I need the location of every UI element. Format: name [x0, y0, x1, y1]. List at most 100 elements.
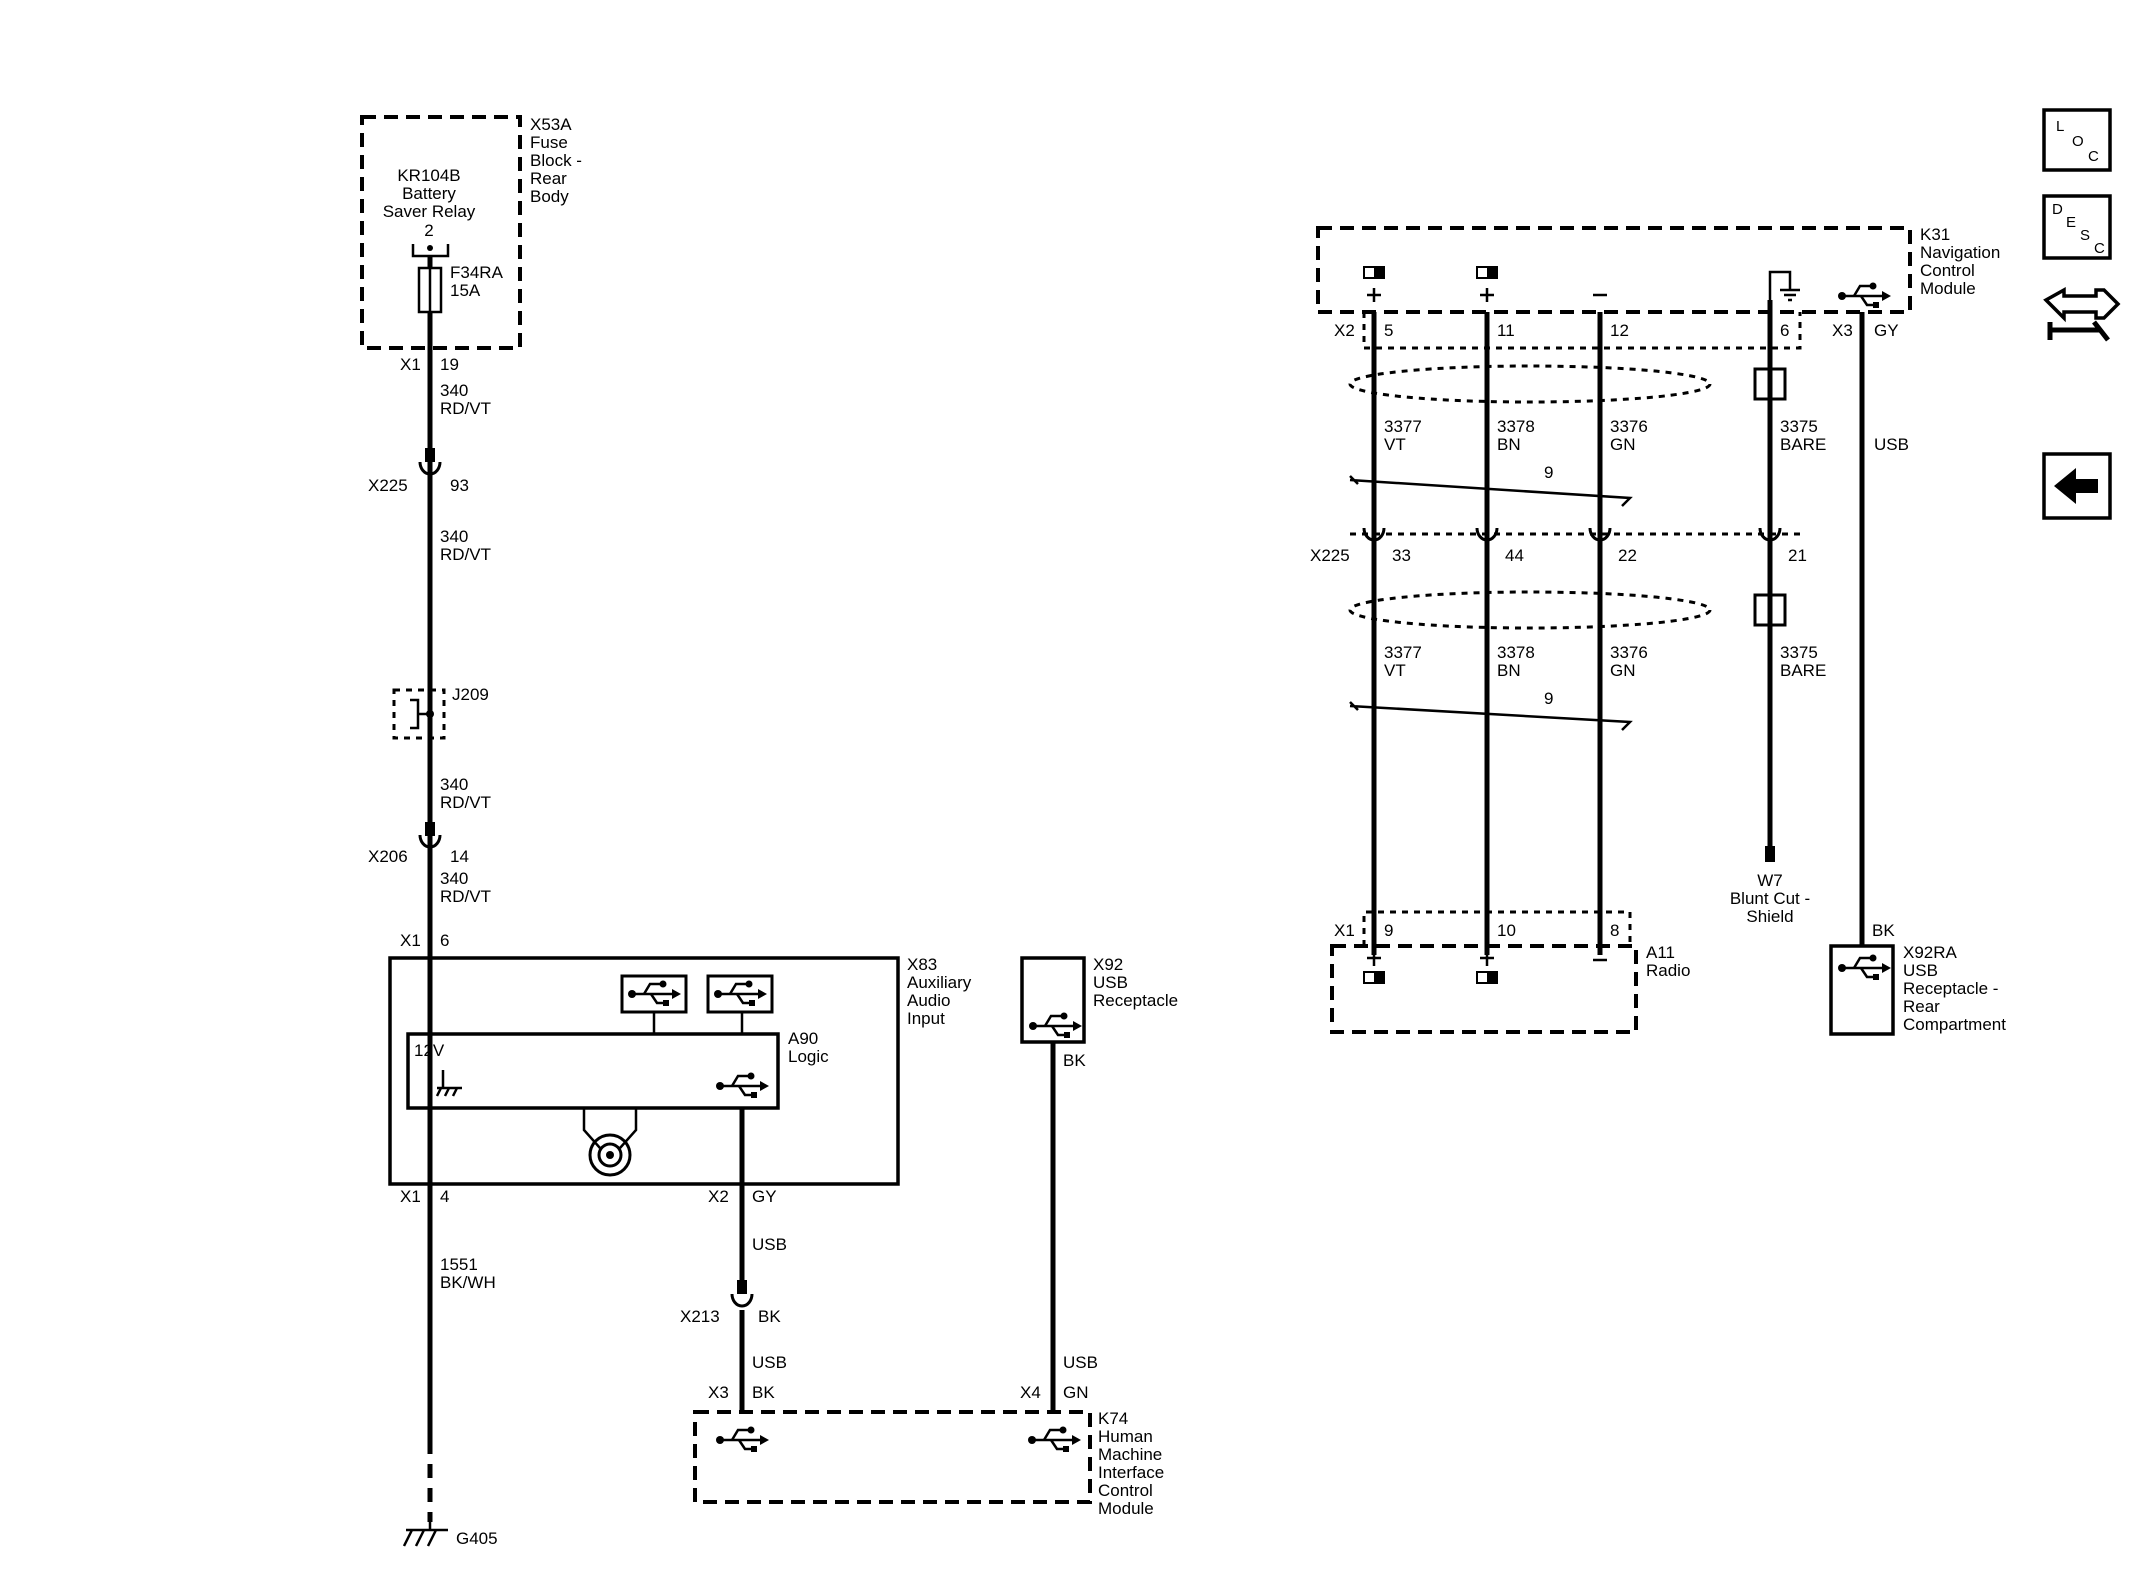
x92ra-label-1: X92RA	[1903, 943, 1958, 962]
x92-label-1: X92	[1093, 955, 1123, 974]
cable-shield-ellipse	[1348, 590, 1712, 630]
back-arrow-icon	[2054, 468, 2098, 504]
pin-93-label: 93	[450, 476, 469, 495]
wire4-label-1: 340	[440, 869, 468, 888]
bk1-label: BK	[758, 1307, 781, 1326]
usb3-label: USB	[1063, 1353, 1098, 1372]
radio-module-a11	[1330, 944, 1638, 1034]
bare2-label-1: 3375	[1780, 643, 1818, 662]
k31-label-3: Control	[1920, 261, 1975, 280]
x1-label: X1	[1334, 921, 1355, 940]
w7-label-3: Shield	[1746, 907, 1793, 926]
usb-icon	[1026, 1425, 1083, 1454]
bk3-label: BK	[1063, 1051, 1086, 1070]
gn-label-1: 3376	[1610, 417, 1648, 436]
loc-letter-o: O	[2072, 133, 2084, 150]
k31-connector-x2	[1362, 312, 1802, 350]
bn-label-2: BN	[1497, 435, 1521, 454]
desc-letter-c: C	[2094, 240, 2105, 257]
shield-ground-icon	[1768, 270, 1800, 302]
x92ra-label-4: Rear	[1903, 997, 1940, 1016]
logic-block-a90	[406, 1032, 780, 1110]
fuse-label-1: F34RA	[450, 263, 504, 282]
fuse-block-x53a: X53A Fuse Block - Rear Body KR104B Batte…	[360, 115, 582, 350]
v12-label: 12V	[414, 1041, 445, 1060]
x92ra-label-5: Compartment	[1903, 1015, 2006, 1034]
bn2-label-1: 3378	[1497, 643, 1535, 662]
x83-label-2: Auxiliary	[907, 973, 972, 992]
x4-label: X4	[1020, 1383, 1041, 1402]
gn2-label-2: GN	[1610, 661, 1636, 680]
loc-letter-l: L	[2056, 118, 2064, 135]
x225-label: X225	[368, 476, 408, 495]
bk-label: BK	[1872, 921, 1895, 940]
pin-22-label: 22	[1618, 546, 1637, 565]
usb2-label: USB	[752, 1353, 787, 1372]
connector-x213-icon	[730, 1292, 754, 1308]
k74-label-6: Module	[1098, 1499, 1154, 1518]
usb-icon	[1027, 1011, 1084, 1040]
loc-letter-c: C	[2088, 148, 2099, 165]
gn2-label-1: 3376	[1610, 643, 1648, 662]
aux-audio-module-x83: X83 Auxiliary Audio Input A90 Logic 12V	[388, 955, 972, 1186]
x1-bot-label: X1	[400, 1187, 421, 1206]
twist-label: 9	[1544, 463, 1553, 482]
pin-11-label: 11	[1497, 321, 1515, 340]
x2-label: X2	[708, 1187, 729, 1206]
vt2-label-1: 3377	[1384, 643, 1422, 662]
x3-label: X3	[1832, 321, 1853, 340]
a90-label-2: Logic	[788, 1047, 829, 1066]
pin-9-label: 9	[1384, 921, 1393, 940]
k31-label-2: Navigation	[1920, 243, 2000, 262]
x92ra-label-3: Receptacle -	[1903, 979, 1998, 998]
wire2-label-1: 340	[440, 527, 468, 546]
bn2-label-2: BN	[1497, 661, 1521, 680]
a11-label-1: A11	[1646, 943, 1675, 962]
vt-label-1: 3377	[1384, 417, 1422, 436]
x213-label: X213	[680, 1307, 720, 1326]
a90-label-1: A90	[788, 1029, 818, 1048]
splice-j209	[392, 688, 446, 740]
gn-label-2: GN	[1610, 435, 1636, 454]
a11-label-2: Radio	[1646, 961, 1690, 980]
pin-12-label: 12	[1610, 321, 1629, 340]
cable-shield-ellipse	[1348, 364, 1712, 404]
bare2-label-2: BARE	[1780, 661, 1826, 680]
back-button[interactable]	[2042, 452, 2112, 520]
k31-label-1: K31	[1920, 225, 1950, 244]
x1-top-label: X1	[400, 355, 421, 374]
x53a-label-2: Fuse	[530, 133, 568, 152]
k31-label-4: Module	[1920, 279, 1976, 298]
wire1-label-1: 340	[440, 381, 468, 400]
g405-label: G405	[456, 1529, 498, 1548]
usb-receptacle-x92ra	[1829, 944, 1895, 1036]
pin-10-label: 10	[1497, 921, 1516, 940]
gy-label: GY	[752, 1187, 777, 1206]
pin-6-label: 6	[440, 931, 449, 950]
x53a-label-4: Rear	[530, 169, 567, 188]
fuse-label-2: 15A	[450, 281, 481, 300]
wire2-label-2: RD/VT	[440, 545, 491, 564]
relay-pin-label: 2	[424, 221, 433, 240]
desc-button[interactable]: D E S C	[2042, 194, 2112, 260]
usb-icon	[1836, 953, 1893, 982]
pin-21-label: 21	[1788, 546, 1807, 565]
bk2-label: BK	[752, 1383, 775, 1402]
speaker-plus-icon	[1476, 950, 1498, 984]
x83-label-4: Input	[907, 1009, 945, 1028]
pin-8-label: 8	[1610, 921, 1619, 940]
k74-label-1: K74	[1098, 1409, 1128, 1428]
loc-button[interactable]: L O C	[2042, 108, 2112, 172]
radio-connector-x1	[1362, 910, 1632, 946]
desc-letter-e: E	[2066, 214, 2076, 231]
x225-label: X225	[1310, 546, 1350, 565]
repair-connector-icon[interactable]	[2043, 287, 2121, 342]
ground-g405-icon	[402, 1522, 448, 1547]
nav-control-module-k31	[1316, 226, 1912, 314]
bare-label-2: BARE	[1780, 435, 1826, 454]
speaker-plus-icon	[1363, 266, 1385, 302]
x83-label-3: Audio	[907, 991, 950, 1010]
desc-letter-s: S	[2080, 227, 2090, 244]
usb-label: USB	[1874, 435, 1909, 454]
vt2-label-2: VT	[1384, 661, 1406, 680]
